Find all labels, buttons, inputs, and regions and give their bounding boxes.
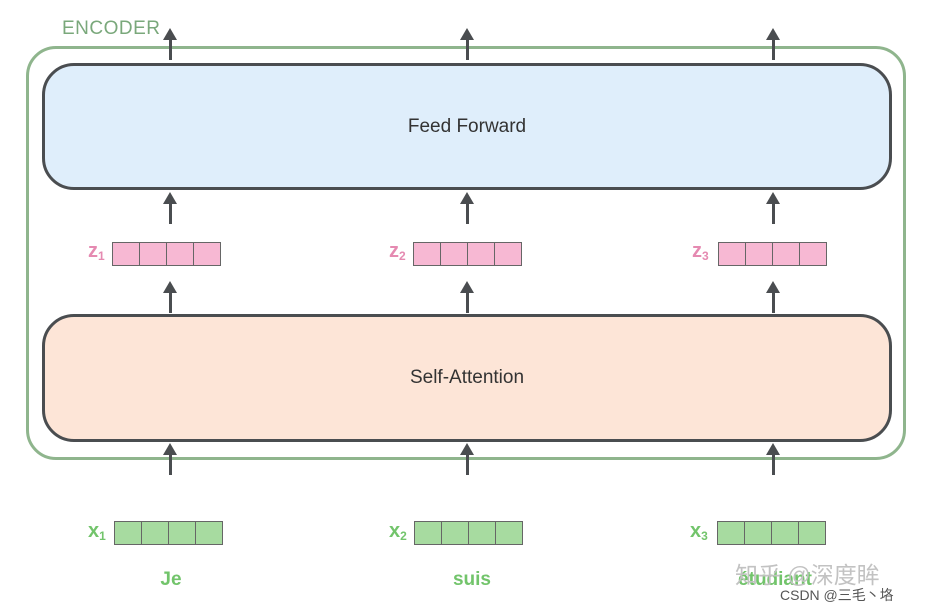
z-to-ff-arrow-3: [766, 192, 780, 224]
x-to-sa-arrow-1: [163, 443, 177, 475]
output-arrow-1: [163, 28, 177, 60]
output-arrow-3: [766, 28, 780, 60]
watermark-zhihu: 知乎 @深度眸: [735, 562, 880, 588]
self-attention-block: Self-Attention: [42, 314, 892, 442]
x1-vector: [114, 521, 223, 545]
watermark-csdn: CSDN @三毛丶垎: [780, 587, 894, 603]
sa-to-z-arrow-2: [460, 281, 474, 313]
z1-vector: [112, 242, 221, 266]
z1-label: z1: [88, 240, 105, 263]
input-word-3: étudiant: [738, 569, 812, 590]
sa-to-z-arrow-1: [163, 281, 177, 313]
z-to-ff-arrow-1: [163, 192, 177, 224]
x-to-sa-arrow-3: [766, 443, 780, 475]
x3-vector: [717, 521, 826, 545]
z2-vector: [413, 242, 522, 266]
input-word-1: Je: [160, 569, 182, 590]
feed-forward-label: Feed Forward: [407, 115, 527, 137]
x3-label: x3: [690, 520, 708, 543]
z-to-ff-arrow-2: [460, 192, 474, 224]
z3-vector: [718, 242, 827, 266]
output-arrow-2: [460, 28, 474, 60]
z3-label: z3: [692, 240, 709, 263]
x-to-sa-arrow-2: [460, 443, 474, 475]
encoder-label: ENCODER: [62, 18, 161, 39]
input-word-2: suis: [452, 569, 492, 590]
x2-label: x2: [389, 520, 407, 543]
x2-vector: [414, 521, 523, 545]
sa-to-z-arrow-3: [766, 281, 780, 313]
self-attention-label: Self-Attention: [409, 367, 525, 388]
z2-label: z2: [389, 240, 406, 263]
x1-label: x1: [88, 520, 106, 543]
feed-forward-block: Feed Forward: [42, 63, 892, 190]
